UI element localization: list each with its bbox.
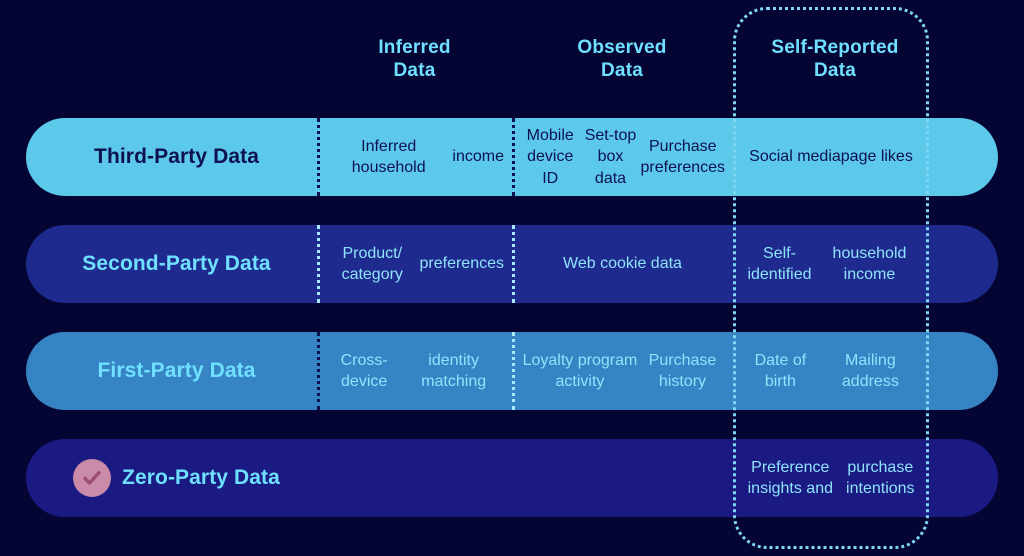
column-divider-2 [512,332,515,410]
column-header-inferred-data: Inferred Data [317,36,512,82]
cell-trailing [929,332,998,410]
cell-observed: Web cookie data [563,255,682,273]
column-header-line1: Observed [577,37,667,58]
cell-trailing [929,118,998,196]
row-label: First-Party Data [97,359,256,382]
row-label-cell: Third-Party Data [26,118,317,196]
column-header-line2: Data [601,60,643,82]
column-header-self-reported-data: Self-Reported Data [732,36,938,82]
column-header-line2: Data [814,60,856,82]
cell-trailing [929,439,998,517]
column-divider-1 [317,332,320,410]
column-divider-1 [317,118,320,196]
cell-inferred [317,439,512,517]
row-label: Zero-Party Data [122,466,280,489]
column-divider-2 [512,118,515,196]
row-label: Third-Party Data [94,145,259,168]
row-label-cell: Zero-Party Data [26,439,317,517]
row-label-cell: First-Party Data [26,332,317,410]
column-header-line1: Inferred [378,37,451,58]
row-label-cell: Second-Party Data [26,225,317,303]
column-header-row: Inferred Data Observed Data Self-Reporte… [26,36,998,98]
column-header-line2: Data [393,60,436,82]
column-divider-1 [317,225,320,303]
column-header-observed-data: Observed Data [512,36,732,82]
cell-trailing [929,225,998,303]
check-circle-icon [73,459,112,497]
column-header-line1: Self-Reported [771,37,899,58]
row-label: Second-Party Data [82,252,271,275]
cell-observed [512,439,733,517]
column-divider-2 [512,225,515,303]
